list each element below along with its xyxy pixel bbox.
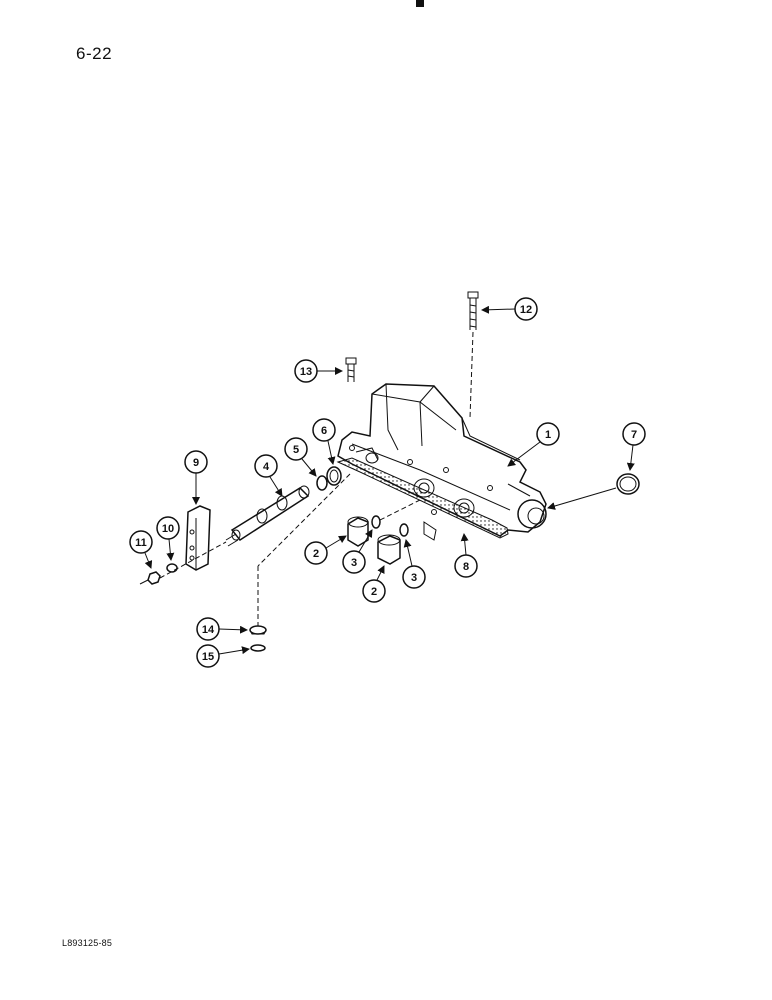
svg-text:6: 6	[321, 425, 327, 437]
callout-11: 11	[129, 530, 153, 569]
figure-code: L893125-85	[62, 938, 113, 948]
callout-9: 9	[184, 450, 208, 505]
svg-text:12: 12	[520, 304, 532, 316]
callout-13: 13	[294, 359, 343, 383]
callout-7: 7	[547, 422, 646, 510]
svg-text:1: 1	[545, 429, 551, 441]
callout-2b: 2	[362, 565, 386, 603]
svg-text:2: 2	[313, 548, 319, 560]
header-fragment	[416, 0, 424, 7]
svg-text:4: 4	[263, 461, 270, 473]
plug-upper	[347, 516, 369, 547]
link-plate	[185, 505, 211, 571]
page-number: 6-22	[76, 44, 113, 63]
callout-3a: 3	[342, 529, 373, 574]
lock-washer	[166, 563, 178, 573]
svg-text:9: 9	[193, 457, 199, 469]
svg-text:8: 8	[463, 561, 469, 573]
hex-nut	[139, 571, 161, 585]
callout-4: 4	[254, 454, 283, 497]
plug-lower	[377, 534, 401, 565]
callout-2a: 2	[304, 535, 347, 565]
long-bolt	[467, 291, 479, 419]
svg-text:3: 3	[411, 572, 417, 584]
short-bolt	[345, 357, 357, 382]
callout-8: 8	[454, 533, 478, 578]
svg-text:14: 14	[202, 624, 215, 636]
small-ring	[316, 475, 328, 491]
callout-5: 5	[284, 437, 317, 477]
valve-body	[336, 383, 547, 541]
svg-text:5: 5	[293, 444, 299, 456]
o-ring-lower	[399, 523, 409, 537]
svg-text:11: 11	[135, 537, 147, 549]
callout-3b: 3	[402, 539, 426, 589]
svg-text:13: 13	[300, 366, 312, 378]
seal-ring	[616, 473, 640, 495]
svg-text:7: 7	[631, 429, 637, 441]
o-ring-upper	[371, 515, 381, 529]
callout-1: 1	[507, 422, 560, 467]
callout-14: 14	[196, 617, 248, 641]
bottom-nut	[249, 625, 267, 635]
spool	[225, 485, 310, 547]
callout-6: 6	[312, 418, 336, 465]
svg-text:10: 10	[162, 523, 174, 535]
callout-15: 15	[196, 644, 250, 668]
svg-text:3: 3	[351, 557, 357, 569]
svg-text:15: 15	[202, 651, 214, 663]
svg-text:2: 2	[371, 586, 377, 598]
callout-10: 10	[156, 516, 180, 561]
large-ring	[326, 466, 342, 486]
callout-12: 12	[481, 297, 538, 321]
bottom-washer	[250, 644, 266, 652]
